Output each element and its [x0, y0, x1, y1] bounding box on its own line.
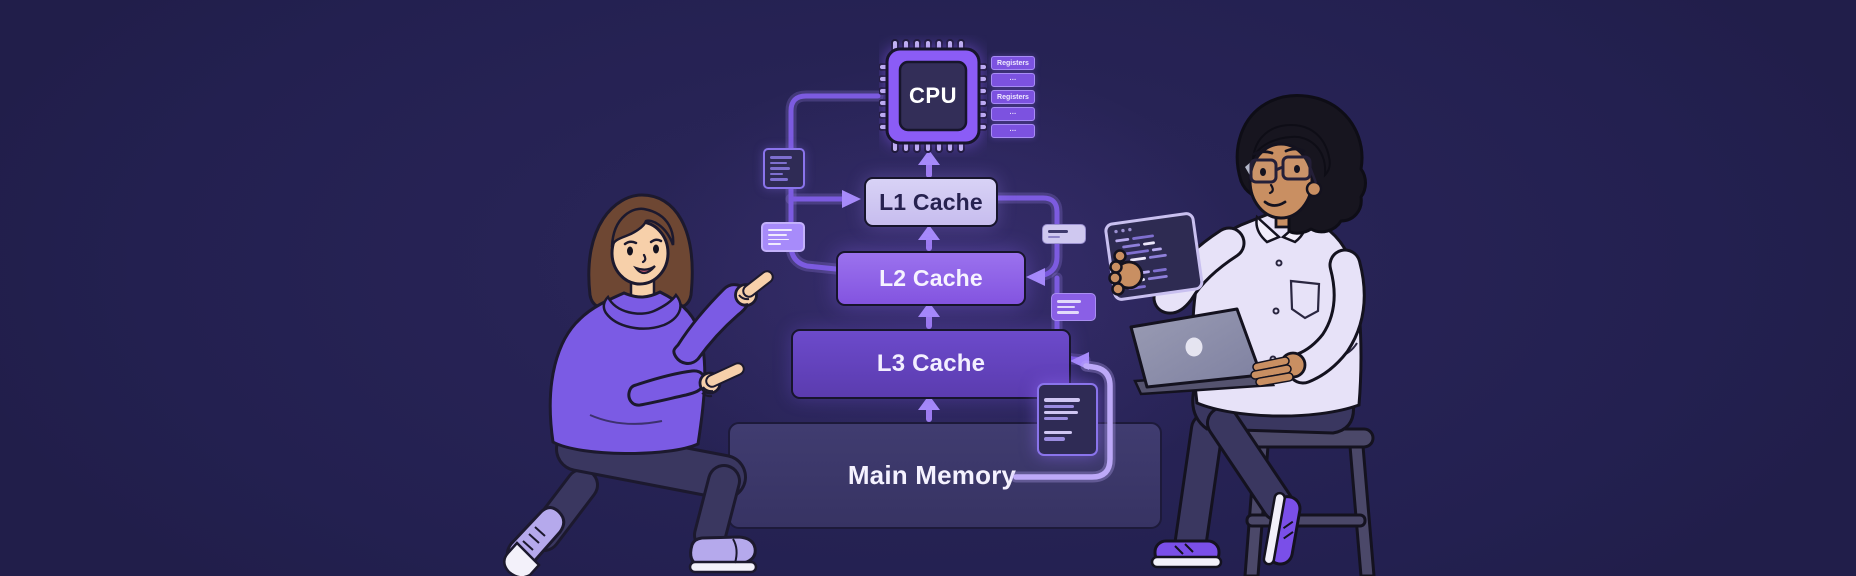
woman-pointing-hand-upper [734, 270, 774, 307]
man-crossed-leg [1206, 406, 1295, 522]
woman-front-sneaker [688, 535, 758, 574]
register-row: ··· [991, 73, 1035, 87]
man-right-arm [1286, 248, 1366, 385]
man-typing-hand [1250, 351, 1307, 387]
man-ear [1305, 180, 1323, 198]
register-stack: Registers ··· Registers ··· ··· [991, 56, 1035, 138]
cpu-die [898, 60, 968, 132]
cpu-chip-icon [878, 39, 988, 153]
woman-hoodie-pocket-line [589, 414, 663, 425]
woman-raised-sleeve [672, 283, 751, 365]
laptop-logo [1185, 337, 1203, 357]
man-glasses [1245, 155, 1318, 184]
l1-cache-box: L1 Cache [864, 177, 998, 227]
register-row: Registers [991, 56, 1035, 70]
woman-bangs [610, 207, 675, 248]
register-row: ··· [991, 107, 1035, 121]
man-sneaker-right [1262, 491, 1302, 566]
cpu-label: CPU [909, 83, 957, 108]
man-face-features [1252, 147, 1306, 207]
register-row: Registers [991, 90, 1035, 104]
woman-front-leg [555, 426, 747, 552]
memory-page-card-icon [1037, 383, 1098, 456]
l2-cache-label: L2 Cache [879, 265, 983, 291]
woman-eye [627, 246, 633, 256]
woman-pointing-figure [503, 193, 774, 576]
woman-mouth [632, 265, 656, 275]
data-note-card-icon [1042, 224, 1086, 244]
data-note-card-icon [1051, 293, 1096, 321]
laptop [1129, 307, 1276, 396]
woman-face-features [623, 238, 663, 264]
man-gripping-hand [1108, 249, 1144, 296]
cpu-chip: CPU [878, 35, 988, 157]
woman-back-sneaker [503, 506, 566, 576]
woman-hoodie [548, 290, 707, 455]
man-hanging-leg [1173, 412, 1224, 564]
main-memory-label: Main Memory [847, 460, 1017, 490]
l3-cache-box: L3 Cache [791, 329, 1071, 399]
woman-pointing-hand-lower [698, 362, 745, 398]
l3-cache-label: L3 Cache [876, 350, 986, 377]
woman-eye [653, 244, 659, 254]
woman-lower-sleeve [627, 369, 706, 407]
man-with-laptop-figure [1104, 94, 1376, 576]
man-sneaker-left [1150, 539, 1223, 569]
man-hair-fringe [1252, 123, 1331, 178]
l2-cache-box: L2 Cache [836, 251, 1026, 306]
l1-cache-label: L1 Cache [879, 188, 983, 215]
register-row: ··· [991, 124, 1035, 138]
woman-hood [602, 292, 682, 330]
